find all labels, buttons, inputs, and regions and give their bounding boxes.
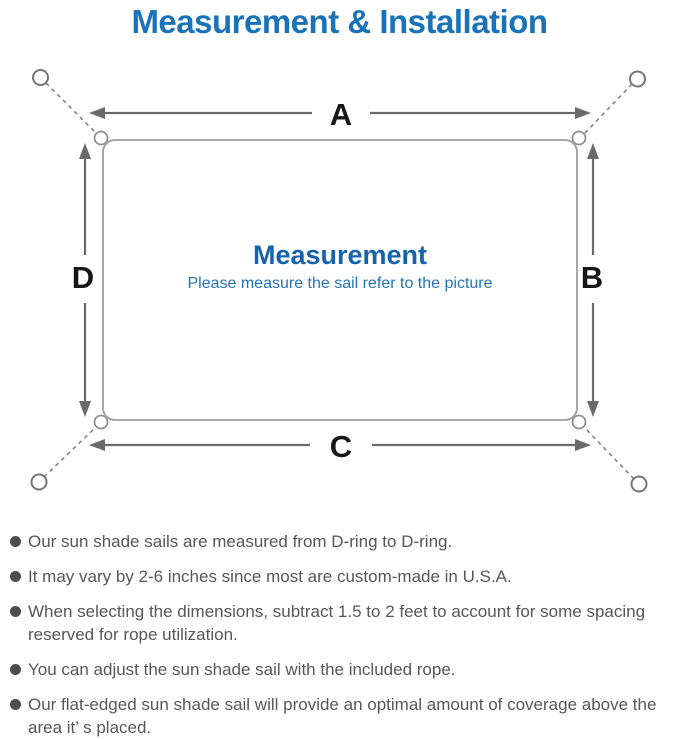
bullet-dot-icon (10, 606, 21, 617)
sail-outline (102, 139, 578, 421)
guy-rope-bottom-right (583, 426, 635, 480)
dimension-line-d (79, 143, 91, 417)
arrow-left-icon (89, 107, 105, 119)
guy-rope-bottom-left (43, 426, 97, 478)
arrow-right-icon (575, 107, 591, 119)
corner-d-rings (93, 130, 587, 430)
measurement-diagram: A C D B Measurement Please measure the s… (30, 69, 648, 493)
dimension-label-d: D (72, 260, 94, 295)
page-title: Measurement & Installation (131, 3, 548, 40)
notes-list: Our sun shade sails are measured from D-… (10, 530, 670, 739)
dimension-label-a: A (330, 97, 352, 132)
arrow-down-icon (79, 401, 91, 417)
anchor-rings (30, 69, 648, 493)
bullet-dot-icon (10, 571, 21, 582)
guy-rope-top-right (583, 83, 633, 135)
note-text: When selecting the dimensions, subtract … (28, 602, 646, 644)
arrow-down-icon (587, 401, 599, 417)
note-item: Our sun shade sails are measured from D-… (10, 530, 670, 553)
guy-rope-top-left (45, 82, 97, 134)
d-ring-icon-bottom-left (93, 414, 109, 430)
note-item: Our flat-edged sun shade sail will provi… (10, 693, 670, 739)
note-text: Our sun shade sails are measured from D-… (28, 532, 453, 551)
anchor-ring-icon-bottom-left (30, 473, 48, 491)
arrow-up-icon (79, 143, 91, 159)
dimension-label-b: B (581, 260, 603, 295)
bullet-dot-icon (10, 699, 21, 710)
arrow-up-icon (587, 143, 599, 159)
anchor-ring-icon-top-right (629, 70, 646, 88)
note-text: Our flat-edged sun shade sail will provi… (28, 695, 657, 737)
anchor-ring-icon-bottom-right (630, 475, 648, 493)
note-text: It may vary by 2-6 inches since most are… (28, 567, 512, 586)
dimension-line-b (587, 143, 599, 417)
dimension-line-c (89, 439, 591, 451)
d-ring-icon-top-right (571, 130, 587, 146)
note-item: It may vary by 2-6 inches since most are… (10, 565, 670, 588)
note-text: You can adjust the sun shade sail with t… (28, 660, 456, 679)
arrow-right-icon (575, 439, 591, 451)
d-ring-icon-bottom-right (571, 414, 587, 430)
bullet-dot-icon (10, 536, 21, 547)
d-ring-icon-top-left (93, 130, 109, 146)
diagram-subtitle: Please measure the sail refer to the pic… (187, 275, 492, 292)
arrow-left-icon (89, 439, 105, 451)
dimension-label-c: C (330, 429, 352, 464)
guy-rope-lines (43, 82, 635, 480)
bullet-dot-icon (10, 664, 21, 675)
anchor-ring-icon-top-left (32, 69, 49, 86)
note-item: When selecting the dimensions, subtract … (10, 600, 670, 646)
note-item: You can adjust the sun shade sail with t… (10, 658, 670, 681)
diagram-heading: Measurement (253, 240, 427, 270)
dimension-line-a (89, 107, 591, 119)
